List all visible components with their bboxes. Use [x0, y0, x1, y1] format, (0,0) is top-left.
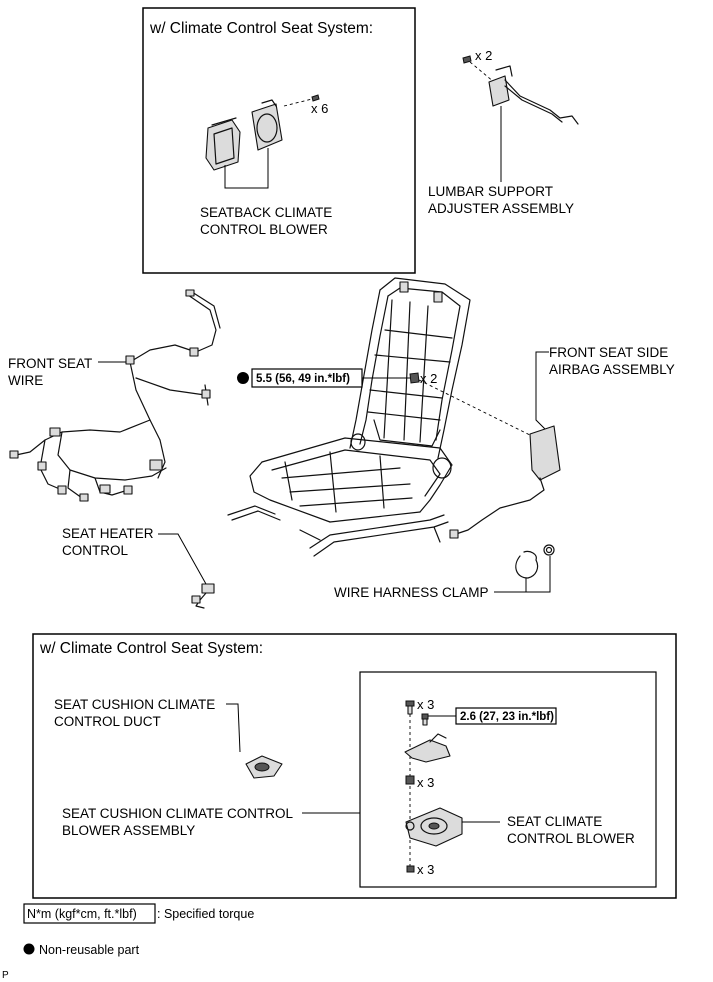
legend-torque-units: N*m (kgf*cm, ft.*lbf) [27, 907, 137, 921]
cushion-torque-box [455, 707, 557, 725]
airbag-nut-line [418, 379, 541, 441]
legend-non-reusable-text: Non-reusable part [39, 943, 140, 957]
side-airbag-label-2: AIRBAG ASSEMBLY [549, 362, 675, 377]
seat-heater-control-part [191, 583, 215, 609]
seatback-blower-housing [205, 117, 241, 171]
wire-clamp-label: WIRE HARNESS CLAMP [334, 585, 489, 600]
footer-mark: P [2, 970, 9, 981]
cushion-duct-part [245, 755, 283, 779]
lumbar-screws-qty: x 2 [475, 48, 492, 63]
front-seat-wire-label-2: WIRE [8, 373, 43, 388]
top-climate-box [142, 7, 416, 274]
cushion-blower-assy-label-1: SEAT CUSHION CLIMATE CONTROL [62, 806, 294, 821]
seat-heater-label-2: CONTROL [62, 543, 128, 558]
seat-frame [227, 277, 471, 557]
cushion-top-screw-icon [405, 700, 415, 715]
cushion-mid-qty: x 3 [417, 775, 434, 790]
airbag-torque: 5.5 (56, 49 in.*lbf) [256, 373, 350, 385]
airbag-nuts-qty: x 2 [420, 371, 437, 386]
cushion-bottom-nut-icon [406, 865, 415, 873]
front-seat-wire-harness [15, 291, 221, 499]
cushion-blower-assy-label-2: BLOWER ASSEMBLY [62, 823, 195, 838]
cushion-torque: 2.6 (27, 23 in.*lbf) [460, 711, 554, 723]
cushion-torque-screw-icon [421, 713, 429, 726]
front-seat-wire-label-1: FRONT SEAT [8, 356, 92, 371]
seat-climate-blower-label-1: SEAT CLIMATE [507, 814, 602, 829]
seat-heater-leader [158, 533, 207, 585]
airbag-nut-icon [409, 372, 420, 384]
wire-harness-clamp-parts [515, 544, 555, 579]
seatback-blower-label-2: CONTROL BLOWER [200, 222, 328, 237]
lumbar-label-2: ADJUSTER ASSEMBLY [428, 201, 574, 216]
bottom-climate-box [32, 633, 677, 899]
blower-screw-line [283, 98, 313, 107]
legend-torque-desc: : Specified torque [157, 907, 254, 921]
wire-clamp-leader-1 [494, 578, 527, 593]
blower-screw-icon [311, 94, 320, 102]
seatback-blower-leader [224, 148, 269, 189]
cushion-bottom-qty: x 3 [417, 862, 434, 877]
blower-screws-qty: x 6 [311, 101, 328, 116]
legend-torque-box [23, 903, 156, 924]
lumbar-support-part [488, 65, 579, 125]
bottom-box-header: w/ Climate Control Seat System: [39, 640, 263, 657]
seat-climate-blower-label-2: CONTROL BLOWER [507, 831, 635, 846]
seatback-blower-fan [251, 99, 283, 151]
front-seat-wire-connectors [9, 289, 211, 502]
top-box-header: w/ Climate Control Seat System: [149, 20, 373, 37]
cushion-duct-label-2: CONTROL DUCT [54, 714, 161, 729]
non-reusable-mark-airbag [237, 372, 249, 384]
seat-heater-label-1: SEAT HEATER [62, 526, 154, 541]
lumbar-label-1: LUMBAR SUPPORT [428, 184, 553, 199]
bottom-inner-box [359, 671, 657, 888]
seatback-blower-label-1: SEATBACK CLIMATE [200, 205, 332, 220]
cushion-top-qty: x 3 [417, 697, 434, 712]
wire-clamp-leader-2 [526, 556, 551, 593]
cushion-duct-label-1: SEAT CUSHION CLIMATE [54, 697, 215, 712]
lumbar-screw-line [469, 61, 495, 83]
cushion-duct-leader [226, 703, 241, 753]
seat-climate-blower-part [405, 807, 463, 847]
legend-non-reusable-mark [23, 943, 35, 955]
cushion-blower-bracket [404, 733, 451, 763]
side-airbag-leader [535, 351, 549, 433]
lumbar-screw-icon [462, 55, 472, 64]
side-airbag-label-1: FRONT SEAT SIDE [549, 345, 668, 360]
side-airbag-part [449, 425, 561, 539]
cushion-mid-nut-icon [405, 775, 415, 785]
